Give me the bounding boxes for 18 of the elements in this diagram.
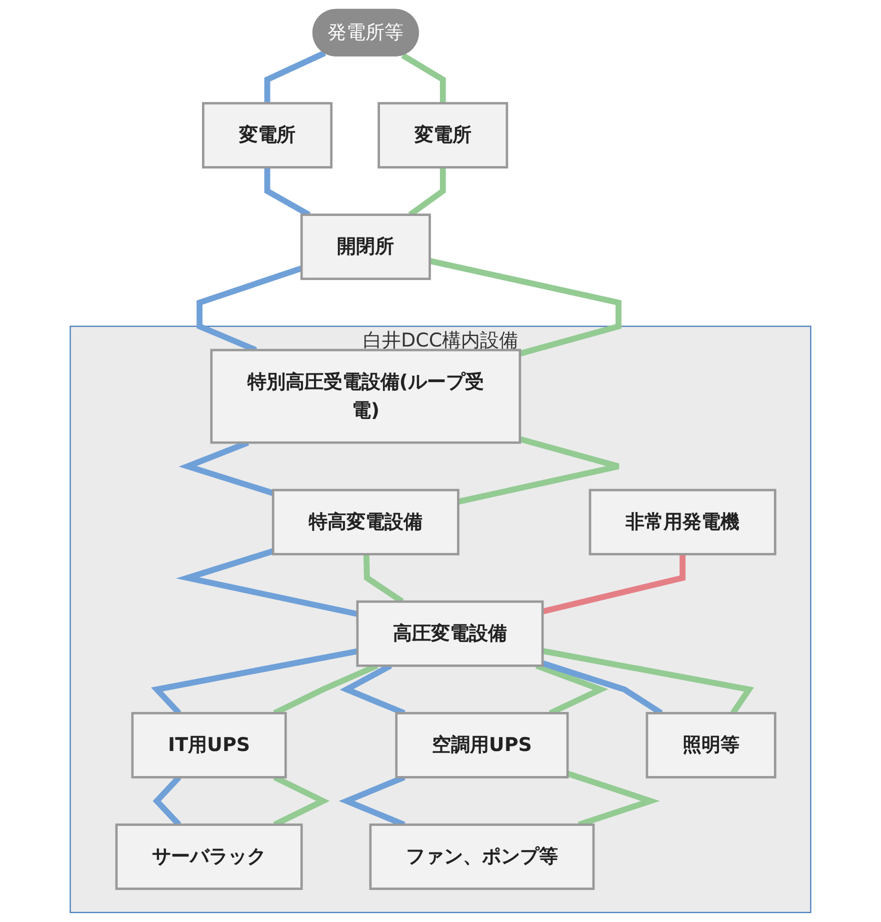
connector [542, 554, 686, 614]
connector [176, 548, 358, 617]
connector [458, 436, 622, 505]
node-box: ファン、ポンプ等 [369, 824, 595, 890]
node-box: IT用UPS [131, 712, 287, 778]
connector [401, 52, 446, 104]
node-box: 非常用発電機 [588, 488, 776, 556]
node-box: 特別高圧受電設備(ループ受電) [210, 348, 522, 444]
connector [264, 50, 326, 104]
node-box: 変電所 [378, 102, 508, 168]
connector [429, 258, 622, 356]
node-box: 照明等 [646, 712, 776, 778]
node-box: 空調用UPS [395, 712, 569, 778]
node-box: 特高変電設備 [272, 488, 460, 556]
node-box: サーバラック [115, 824, 303, 890]
node-box: 高圧変電設備 [356, 600, 544, 667]
node-box: 開閉所 [300, 214, 431, 280]
node-box: 変電所 [202, 102, 333, 168]
